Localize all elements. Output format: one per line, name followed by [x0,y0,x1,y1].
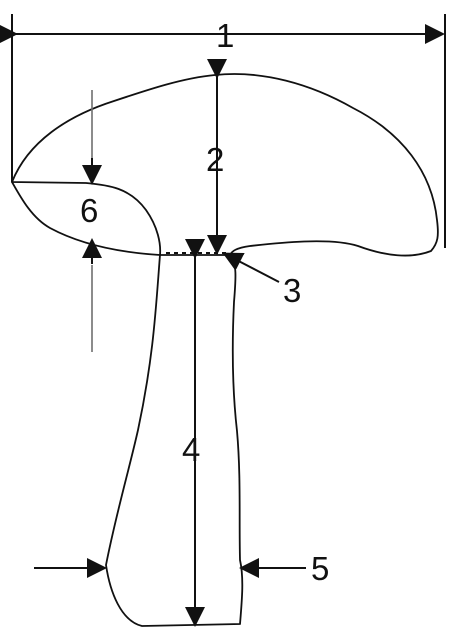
label-cap-width: 1 [216,17,234,54]
label-stem-length: 4 [182,431,200,468]
label-stem-width: 5 [311,550,329,587]
cap-underside-left [11,181,161,256]
cap-outline [11,73,439,257]
label-stem-cap-junction: 3 [283,272,301,309]
stem-outline [105,254,244,627]
label-cap-thickness: 6 [80,192,98,229]
stem-cap-junction-leader-line [222,252,280,283]
label-cap-height: 2 [206,141,224,178]
